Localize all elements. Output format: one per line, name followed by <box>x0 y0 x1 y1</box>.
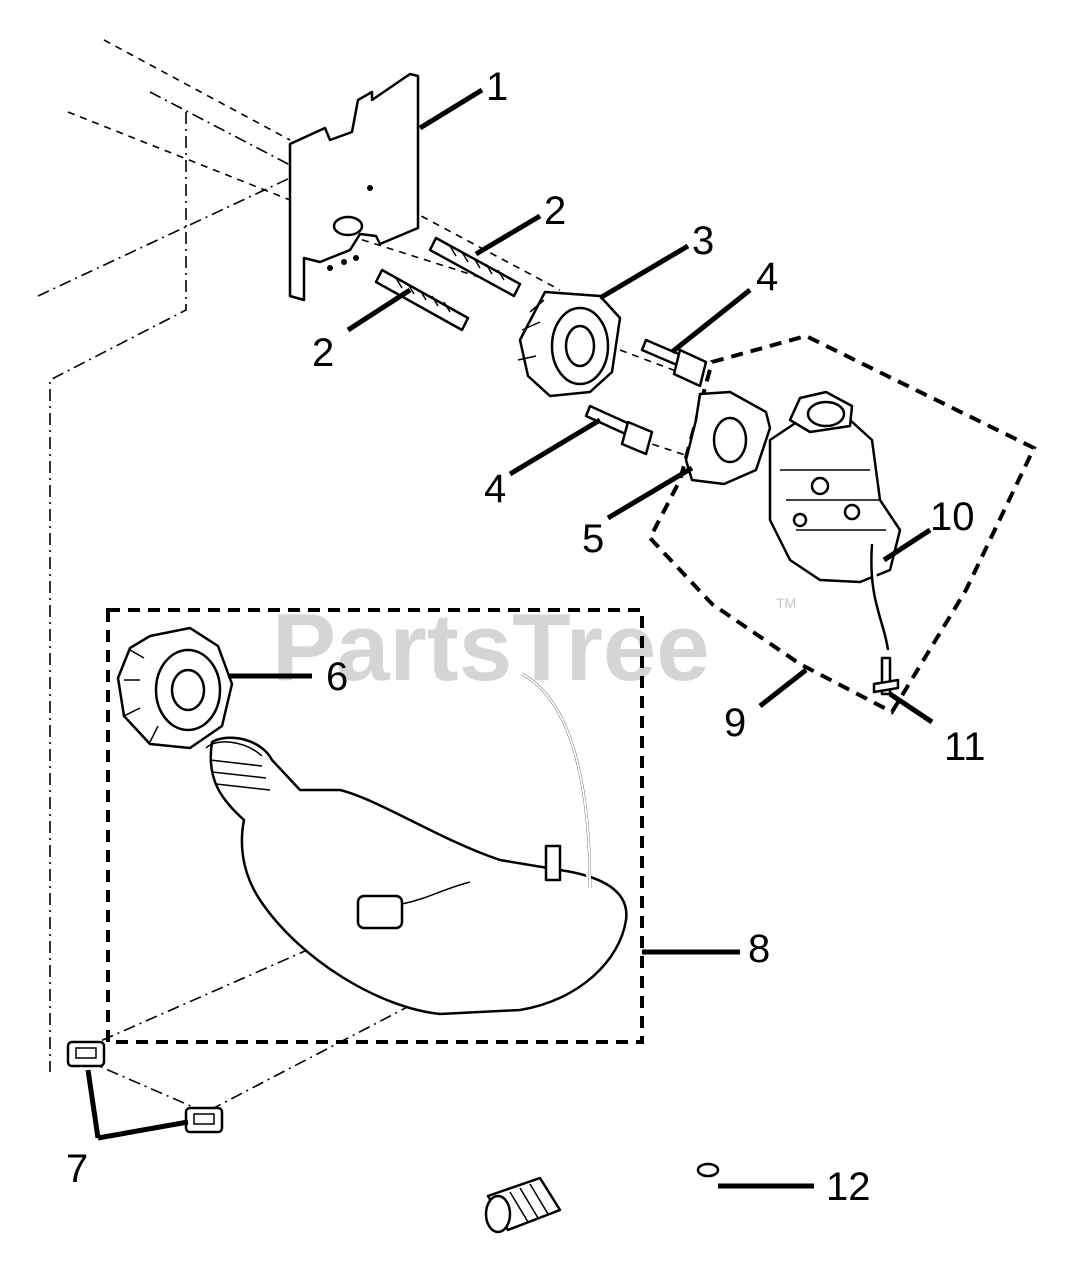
fuel-fitting <box>872 656 900 696</box>
callout-12: 12 <box>826 1165 871 1209</box>
carburetor-group-box <box>647 333 1037 715</box>
callout-10: 10 <box>930 495 975 539</box>
callout-4-upper: 4 <box>756 255 778 299</box>
callout-11: 11 <box>944 725 986 769</box>
callout-8: 8 <box>748 927 770 971</box>
fuel-tank <box>205 672 628 1016</box>
callout-labels: 1 2 2 3 4 4 5 6 7 8 9 10 11 12 <box>66 65 986 1209</box>
fuel-tank-group-box <box>106 608 644 1044</box>
callout-2-upper: 2 <box>544 189 566 233</box>
callout-9: 9 <box>724 701 746 745</box>
callout-5: 5 <box>582 517 604 561</box>
callout-2-lower: 2 <box>312 331 334 375</box>
insulator-spacer <box>517 290 622 398</box>
fuel-line-carb <box>870 543 890 651</box>
bolt-lower <box>584 404 654 456</box>
grommet-left <box>66 1040 106 1068</box>
heat-shield-plate <box>288 72 420 302</box>
callout-6: 6 <box>326 655 348 699</box>
gasket <box>684 390 772 486</box>
fuel-filter-line <box>484 1162 720 1234</box>
leader-lines <box>85 87 934 1189</box>
callout-3: 3 <box>692 219 714 263</box>
bolt-upper <box>640 338 708 388</box>
carburetor <box>768 390 902 584</box>
grommet-right <box>184 1106 224 1134</box>
callout-4-lower: 4 <box>484 467 506 511</box>
fuel-cap <box>116 626 234 750</box>
stud-upper <box>428 236 522 298</box>
stud-lower <box>374 268 470 332</box>
callout-1: 1 <box>486 65 508 109</box>
callout-7: 7 <box>66 1147 88 1191</box>
watermark-tm: TM <box>776 595 796 611</box>
